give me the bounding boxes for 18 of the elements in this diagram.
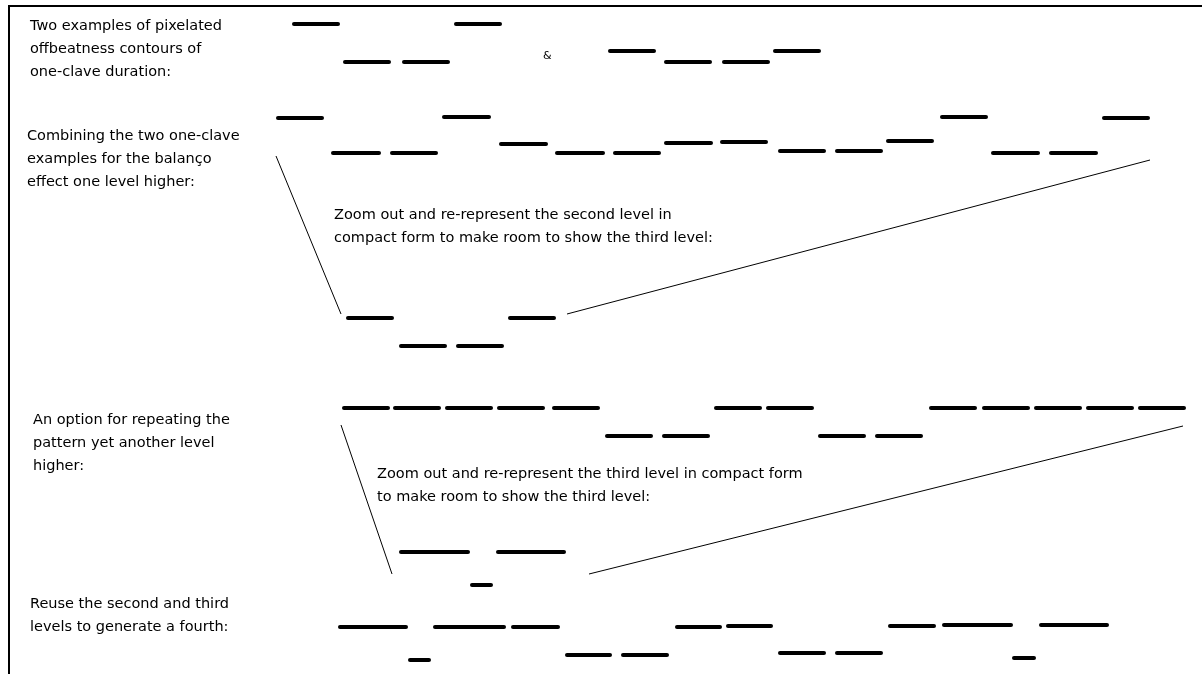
description-text: Zoom out and re-represent the second level in compact form to make room to show the third level: xyxy=(334,205,714,247)
ampersand-symbol: & xyxy=(543,48,553,64)
projection-line xyxy=(588,425,1184,575)
contour-drawing xyxy=(608,49,821,64)
contour-drawing xyxy=(292,22,502,64)
contour-drawing xyxy=(276,115,1150,155)
contour-drawing xyxy=(342,406,1186,438)
projection-line xyxy=(275,155,342,315)
description-text: An option for repeating the pattern yet another level higher: xyxy=(33,410,231,475)
contour-drawing xyxy=(399,550,566,587)
projection-line xyxy=(566,159,1151,315)
description-text: Zoom out and re-represent the third level in compact form to make room to show the third level: xyxy=(377,464,804,506)
description-text: Combining the two one-clave examples for the balanço effect one level higher: xyxy=(27,126,241,191)
description-text: Reuse the second and third levels to generate a fourth: xyxy=(30,594,231,636)
projection-line xyxy=(340,424,393,575)
contour-drawing xyxy=(338,623,1109,662)
description-text: Two examples of pixelated offbeatness contours of one-clave duration: xyxy=(30,16,223,81)
contour-drawing xyxy=(346,316,556,348)
